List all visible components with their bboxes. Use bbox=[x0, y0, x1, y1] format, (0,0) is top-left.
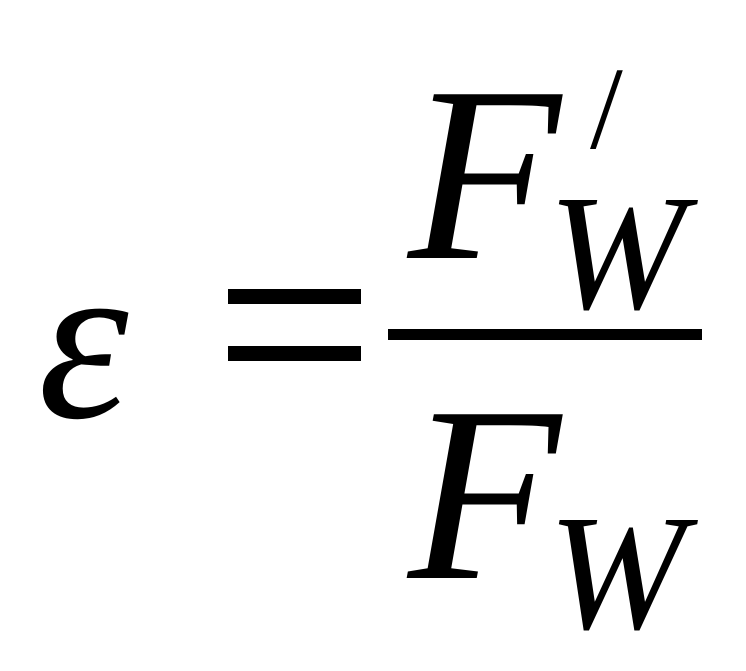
equals-sign-top-bar bbox=[228, 289, 361, 304]
numerator-subscript: W bbox=[548, 161, 686, 344]
numerator-base: F bbox=[408, 36, 561, 313]
denominator-subscript: W bbox=[548, 481, 686, 664]
numerator-prime: / bbox=[590, 43, 623, 174]
fraction-bar bbox=[388, 329, 702, 340]
denominator-base: F bbox=[408, 356, 561, 633]
equals-sign-bottom-bar bbox=[228, 346, 361, 361]
epsilon-symbol: ε bbox=[38, 212, 129, 467]
